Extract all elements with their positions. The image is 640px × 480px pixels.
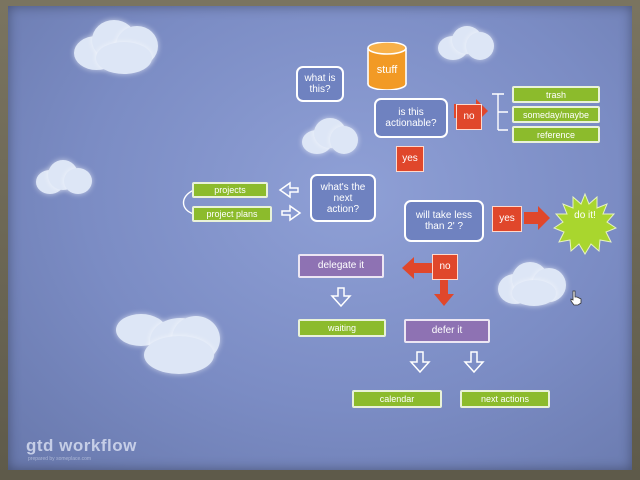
no-box-mid: no xyxy=(432,254,458,280)
stuff-label: stuff xyxy=(376,64,398,76)
trash-box: trash xyxy=(512,86,600,103)
arrow-yes-to-doit xyxy=(524,206,550,230)
cloud-top-right xyxy=(438,24,498,64)
yes-box-mid: yes xyxy=(396,146,424,172)
cloud-left xyxy=(36,158,96,200)
arrow-no-to-defer xyxy=(434,280,454,306)
arrow-to-projects xyxy=(278,181,299,199)
do-it-label: do it! xyxy=(574,210,596,221)
arrow-to-project-plans xyxy=(281,204,302,222)
cloud-bottom-left xyxy=(116,306,226,376)
cloud-top-left xyxy=(74,16,164,76)
reference-box: reference xyxy=(512,126,600,143)
calendar-box: calendar xyxy=(352,390,442,408)
yes-box-right: yes xyxy=(492,206,522,232)
defer-it-box: defer it xyxy=(404,319,490,343)
someday-maybe-box: someday/maybe xyxy=(512,106,600,123)
no-box-top: no xyxy=(456,104,482,130)
bubble-is-actionable: is this actionable? xyxy=(374,98,448,138)
arrow-no-to-delegate xyxy=(402,257,434,279)
hand-cursor-icon xyxy=(570,290,582,306)
do-it-star-icon xyxy=(553,192,617,255)
stuff-cylinder-icon xyxy=(367,42,407,90)
bubble-next-action: what's the next action? xyxy=(310,174,376,222)
arrow-defer-to-calendar xyxy=(409,351,431,374)
projects-box: projects xyxy=(192,182,268,198)
project-plans-box: project plans xyxy=(192,206,272,222)
slide: stuff what is this? is this actionable? … xyxy=(8,6,632,470)
list-bracket xyxy=(492,93,508,131)
delegate-it-box: delegate it xyxy=(298,254,384,278)
bubble-what-is-this: what is this? xyxy=(296,66,344,102)
cloud-right xyxy=(498,260,570,308)
next-actions-box: next actions xyxy=(460,390,550,408)
arrow-delegate-to-waiting xyxy=(330,287,352,308)
bubble-less-than-2: will take less than 2' ? xyxy=(404,200,484,242)
slide-title: gtd workflow xyxy=(26,436,137,455)
cloud-mid xyxy=(302,116,362,158)
projects-loop xyxy=(182,189,195,215)
waiting-box: waiting xyxy=(298,319,386,337)
slide-credit: prepared by someplace.com xyxy=(28,456,92,462)
arrow-defer-to-next-actions xyxy=(463,351,485,374)
